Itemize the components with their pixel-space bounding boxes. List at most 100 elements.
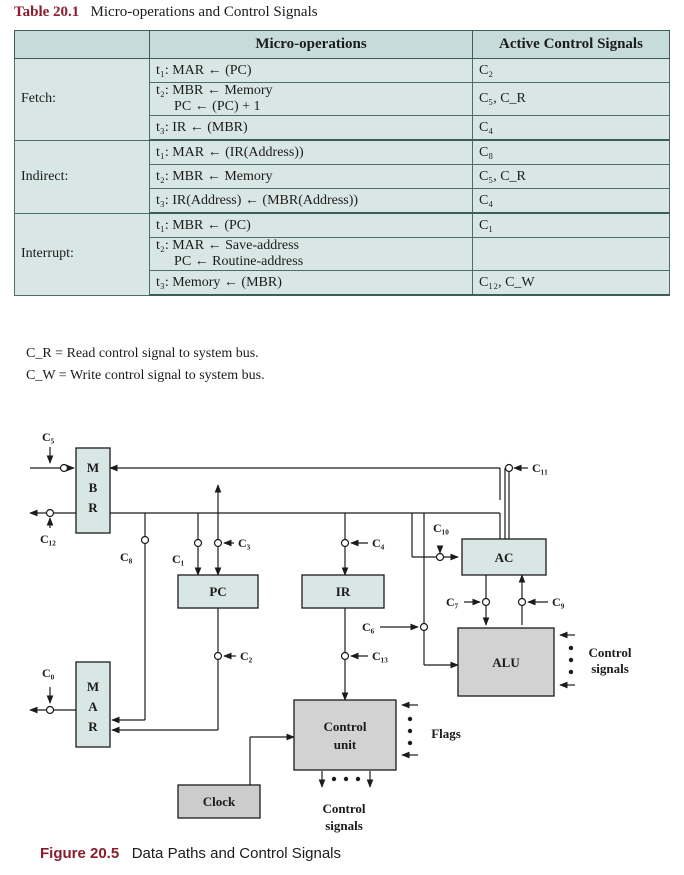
phase-cell: Interrupt: bbox=[13, 212, 151, 296]
c2-gate bbox=[213, 651, 223, 661]
note-cr-text: C_R = Read control signal to system bus. bbox=[26, 346, 259, 361]
mar-letter-3: R bbox=[88, 719, 98, 734]
micro-operation-line: t₃: Memory ← (MBR) bbox=[156, 274, 282, 290]
micro-operation-line: PC ← Routine-address bbox=[174, 254, 304, 269]
control-signal-cell: C₄ bbox=[471, 115, 671, 141]
c9-gate bbox=[517, 597, 527, 607]
phase-cell: Indirect: bbox=[13, 139, 151, 214]
control-signals-bottom-1: Control bbox=[322, 801, 365, 816]
micro-operation-cell: t₃: IR ← (MBR) bbox=[149, 115, 473, 141]
mar-block bbox=[75, 661, 111, 748]
table-header-row: Micro-operations Active Control Signals bbox=[13, 30, 671, 59]
note-cr: C_R = Read control signal to system bus. bbox=[26, 343, 265, 365]
c0-gate bbox=[45, 705, 55, 715]
control-signal-cell: C₈ bbox=[471, 139, 671, 165]
label-c11: C₁₁ bbox=[532, 461, 548, 475]
table-title: Micro-operations and Control Signals bbox=[90, 4, 318, 20]
label-c6: C₆ bbox=[362, 620, 375, 634]
micro-operation-line: t₃: IR(Address) ← (MBR(Address)) bbox=[156, 192, 359, 208]
phase-cell: Fetch: bbox=[13, 58, 151, 141]
ac-block bbox=[461, 538, 547, 576]
note-cw-text: C_W = Write control signal to system bus… bbox=[26, 368, 265, 383]
c6-gate bbox=[419, 622, 429, 632]
label-c12: C₁₂ bbox=[40, 532, 56, 546]
micro-operation-line: t₁: MAR ← (IR(Address)) bbox=[156, 144, 304, 160]
label-c9: C₉ bbox=[552, 595, 565, 609]
label-c5: C₅ bbox=[42, 430, 55, 444]
table-row: t₃: Memory ← (MBR) C₁₂, C_W bbox=[15, 270, 671, 296]
control-signal-cell: C₂ bbox=[471, 58, 671, 83]
control-signal-cell: C₁₂, C_W bbox=[471, 270, 671, 296]
control-unit-label-1: Control bbox=[323, 719, 366, 734]
micro-operation-cell: t₁: MAR ← (PC) bbox=[149, 58, 473, 83]
micro-operation-cell: t₂: MBR ← Memory bbox=[149, 164, 473, 189]
ir-block bbox=[301, 574, 385, 609]
c13-gate bbox=[340, 651, 350, 661]
micro-operation-cell: t₃: Memory ← (MBR) bbox=[149, 270, 473, 296]
c8-gate bbox=[140, 535, 150, 545]
mbr-letter-3: R bbox=[88, 500, 98, 515]
note-cw: C_W = Write control signal to system bus… bbox=[26, 365, 265, 387]
control-signal-cell bbox=[471, 237, 671, 271]
figure-label: Figure 20.5 bbox=[40, 845, 120, 862]
table-row: t₃: IR(Address) ← (MBR(Address)) C₄ bbox=[15, 188, 671, 214]
c10-gate bbox=[435, 552, 445, 562]
header-active-control-signals: Active Control Signals bbox=[471, 30, 671, 59]
header-micro-operations: Micro-operations bbox=[149, 30, 473, 59]
control-unit-block bbox=[293, 699, 397, 771]
label-c13: C₁₃ bbox=[372, 649, 388, 663]
c3-gate bbox=[213, 538, 223, 548]
table-row: t₂: MBR ← Memory C₅, C_R bbox=[15, 164, 671, 189]
mar-letter-2: A bbox=[88, 699, 98, 714]
micro-operation-line: t₂: MAR ← Save-address bbox=[156, 238, 299, 253]
c11-gate bbox=[504, 463, 514, 473]
clock-label: Clock bbox=[203, 794, 236, 809]
data-path-diagram: M B R M A R PC IR AC ALU Control unit Cl… bbox=[29, 430, 632, 833]
control-signal-cell: C₁ bbox=[471, 212, 671, 238]
micro-operation-line: t₃: IR ← (MBR) bbox=[156, 119, 248, 135]
c7-gate bbox=[481, 597, 491, 607]
table-notes: C_R = Read control signal to system bus.… bbox=[26, 343, 265, 387]
alu-label: ALU bbox=[492, 655, 520, 670]
ir-label: IR bbox=[336, 584, 351, 599]
table-row: Interrupt: t₁: MBR ← (PC) C₁ bbox=[13, 212, 671, 296]
control-signal-cell: C₄ bbox=[471, 188, 671, 214]
control-signals-bottom-2: signals bbox=[325, 818, 363, 833]
mbr-letter-2: B bbox=[89, 480, 98, 495]
control-unit-label-2: unit bbox=[334, 737, 357, 752]
micro-operation-line: t₁: MAR ← (PC) bbox=[156, 62, 252, 78]
micro-operations-table: Micro-operations Active Control Signals … bbox=[13, 30, 671, 296]
label-c4: C₄ bbox=[372, 536, 385, 550]
label-c7: C₇ bbox=[446, 595, 459, 609]
label-c10: C₁₀ bbox=[433, 521, 449, 535]
label-c8: C₈ bbox=[120, 550, 133, 564]
control-signals-right-2: signals bbox=[591, 661, 629, 676]
table-row: Fetch: t₁: MAR ← (PC) C₂ bbox=[13, 58, 671, 141]
c5-gate bbox=[59, 463, 69, 473]
clock-block bbox=[177, 784, 261, 819]
control-signal-cell: C₅, C_R bbox=[471, 164, 671, 189]
mar-letter-1: M bbox=[87, 679, 99, 694]
label-c0: C₀ bbox=[42, 666, 55, 680]
alu-block bbox=[457, 627, 555, 697]
mbr-letter-1: M bbox=[87, 460, 99, 475]
ac-label: AC bbox=[495, 550, 514, 565]
micro-operation-line: t₂: MBR ← Memory bbox=[156, 168, 273, 184]
c1-gate bbox=[193, 538, 203, 548]
c4-gate bbox=[340, 538, 350, 548]
micro-operation-cell: t₁: MBR ← (PC) bbox=[149, 212, 473, 238]
mbr-block bbox=[75, 447, 111, 534]
micro-operation-cell: t₁: MAR ← (IR(Address)) bbox=[149, 139, 473, 165]
micro-operation-line: t₁: MBR ← (PC) bbox=[156, 217, 251, 233]
micro-operation-cell: t₃: IR(Address) ← (MBR(Address)) bbox=[149, 188, 473, 214]
c12-gate bbox=[45, 508, 55, 518]
label-c2: C₂ bbox=[240, 649, 253, 663]
label-c3: C₃ bbox=[238, 536, 251, 550]
figure-caption: Figure 20.5 Data Paths and Control Signa… bbox=[40, 845, 341, 862]
pc-label: PC bbox=[209, 584, 226, 599]
